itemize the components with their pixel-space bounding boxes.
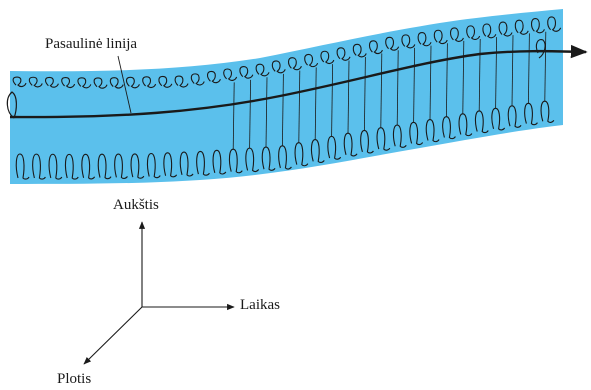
world-line-label: Pasaulinė linija [45, 37, 137, 52]
height-axis-label: Aukštis [113, 198, 159, 213]
width-axis-label: Plotis [57, 372, 91, 387]
width-axis-arrow [84, 307, 142, 364]
time-axis-label: Laikas [240, 298, 280, 313]
